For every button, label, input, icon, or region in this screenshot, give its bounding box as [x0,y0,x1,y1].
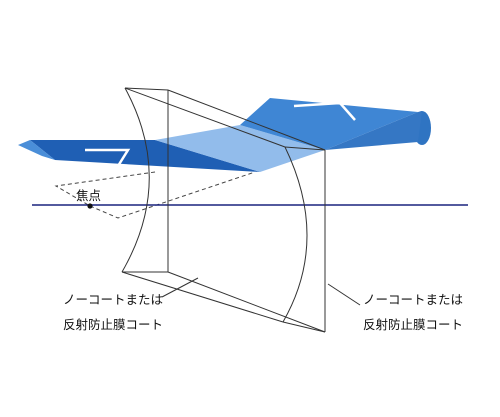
focal-point-label: 焦点 [76,188,101,203]
focus-construction-lines [54,171,256,219]
right-leader-line [327,283,361,306]
lens-top-left [124,87,169,91]
lens-top-back2 [284,146,326,151]
outgoing-beam [240,98,418,150]
right-coating-label-line2: 反射防止膜コート [363,317,463,332]
lens-back-curve [282,146,308,323]
left-leader-line [161,277,199,298]
incoming-beam-edge [18,140,55,160]
leader-lines [161,277,361,306]
lens-front-curve [121,87,150,273]
lens-bottom-diag [121,271,284,323]
outgoing-beam-bottom [325,111,422,150]
lens-bottom-right [167,271,326,333]
focus-dashed-upper [54,171,156,207]
left-coating-label-line1: ノーコートまたは [63,292,163,307]
left-coating-label-line2: 反射防止膜コート [63,317,163,332]
focal-point-dot [87,203,93,209]
lens-top-back [124,87,286,148]
incoming-beam [30,140,260,172]
cylindrical-lens [121,87,326,333]
lens-bottom-back [282,321,326,333]
focus-dashed-lower [89,171,256,219]
light-beam [18,98,431,172]
incoming-beam-highlight [85,148,131,167]
lens-top-right [167,89,326,151]
right-coating-label-line1: ノーコートまたは [363,292,463,307]
beam-in-lens [155,125,325,172]
outgoing-beam-highlight [293,101,356,121]
